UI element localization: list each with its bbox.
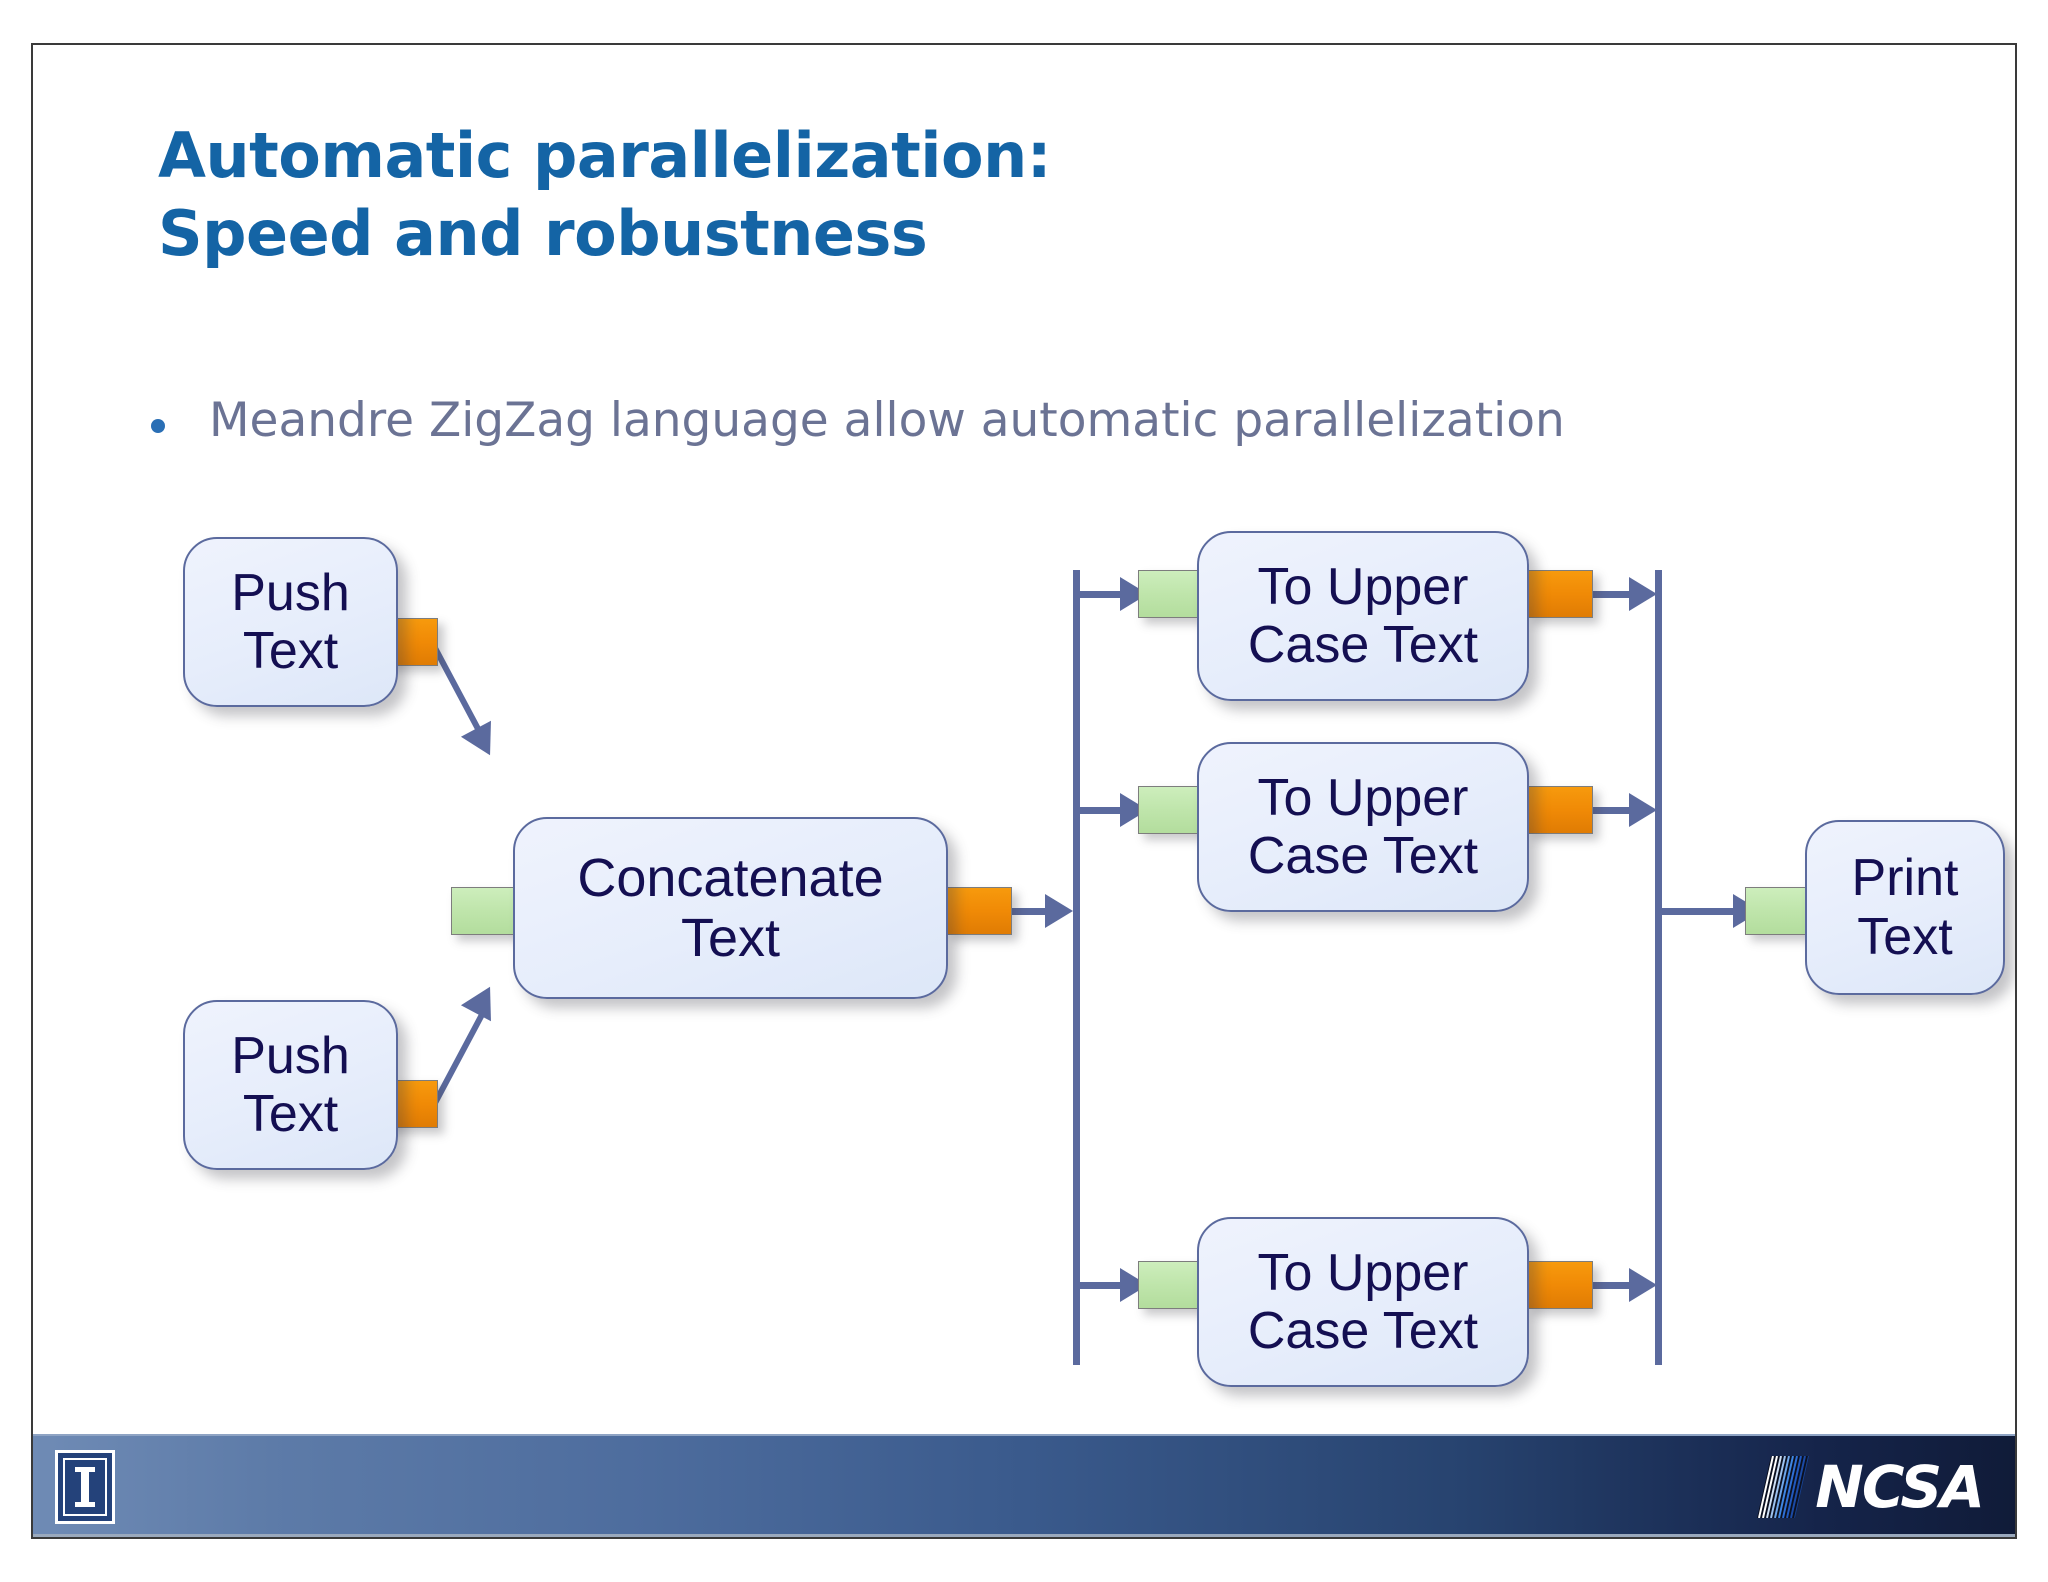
- ncsa-mark-icon: [1757, 1456, 1810, 1518]
- node-to-upper-2[interactable]: To Upper Case Text: [1197, 742, 1529, 912]
- edge-upper2-to-fanin-arrow: [1629, 793, 1657, 827]
- bullet-text: Meandre ZigZag language allow automatic …: [209, 393, 1565, 448]
- illinois-logo-icon: [55, 1450, 115, 1524]
- port-out-to-upper-1[interactable]: [1527, 570, 1593, 618]
- node-push-text-1[interactable]: Push Text: [183, 537, 398, 707]
- port-in-to-upper-1[interactable]: [1138, 570, 1204, 618]
- node-print-text[interactable]: Print Text: [1805, 820, 2005, 995]
- node-to-upper-3[interactable]: To Upper Case Text: [1197, 1217, 1529, 1387]
- node-to-upper-1[interactable]: To Upper Case Text: [1197, 531, 1529, 701]
- port-in-print-text[interactable]: [1745, 887, 1811, 935]
- port-in-to-upper-2[interactable]: [1138, 786, 1204, 834]
- edge-upper1-to-fanin: [1591, 591, 1635, 598]
- footer-bar: NCSA: [33, 1434, 2015, 1537]
- fan-in-bar: [1655, 570, 1662, 1365]
- illinois-column-icon: [75, 1467, 95, 1507]
- edge-fanin-to-print: [1658, 908, 1740, 915]
- edge-fanout-to-upper2: [1080, 807, 1124, 814]
- page-title: Automatic parallelization: Speed and rob…: [158, 119, 1052, 271]
- bullet-dot-icon: [151, 419, 165, 433]
- port-out-to-upper-3[interactable]: [1527, 1261, 1593, 1309]
- edge-push2-to-concat-arrow: [460, 978, 506, 1022]
- edge-push2-to-concat: [432, 1009, 487, 1105]
- edge-upper1-to-fanin-arrow: [1629, 577, 1657, 611]
- edge-fanout-to-upper3: [1080, 1282, 1124, 1289]
- edge-upper3-to-fanin: [1591, 1282, 1635, 1289]
- edge-push1-to-concat-arrow: [460, 720, 506, 764]
- port-in-to-upper-3[interactable]: [1138, 1261, 1204, 1309]
- ncsa-wordmark: NCSA: [1815, 1453, 1985, 1521]
- ncsa-logo: NCSA: [1757, 1452, 1985, 1522]
- edge-concat-to-fanout-arrow: [1045, 894, 1073, 928]
- edge-upper2-to-fanin: [1591, 807, 1635, 814]
- port-out-concatenate[interactable]: [946, 887, 1012, 935]
- bullet-list-item: Meandre ZigZag language allow automatic …: [151, 395, 1565, 447]
- edge-upper3-to-fanin-arrow: [1629, 1268, 1657, 1302]
- fan-out-bar: [1073, 570, 1080, 1365]
- node-concatenate[interactable]: Concatenate Text: [513, 817, 948, 999]
- node-push-text-2[interactable]: Push Text: [183, 1000, 398, 1170]
- edge-concat-to-fanout: [1011, 908, 1049, 915]
- illinois-logo-inner: [63, 1458, 107, 1516]
- port-out-to-upper-2[interactable]: [1527, 786, 1593, 834]
- port-in-concatenate[interactable]: [451, 887, 519, 935]
- slide: Automatic parallelization: Speed and rob…: [31, 43, 2017, 1539]
- edge-fanout-to-upper1: [1080, 591, 1124, 598]
- dataflow-diagram: Push Text Push Text Concatenate Text To …: [33, 45, 2015, 1537]
